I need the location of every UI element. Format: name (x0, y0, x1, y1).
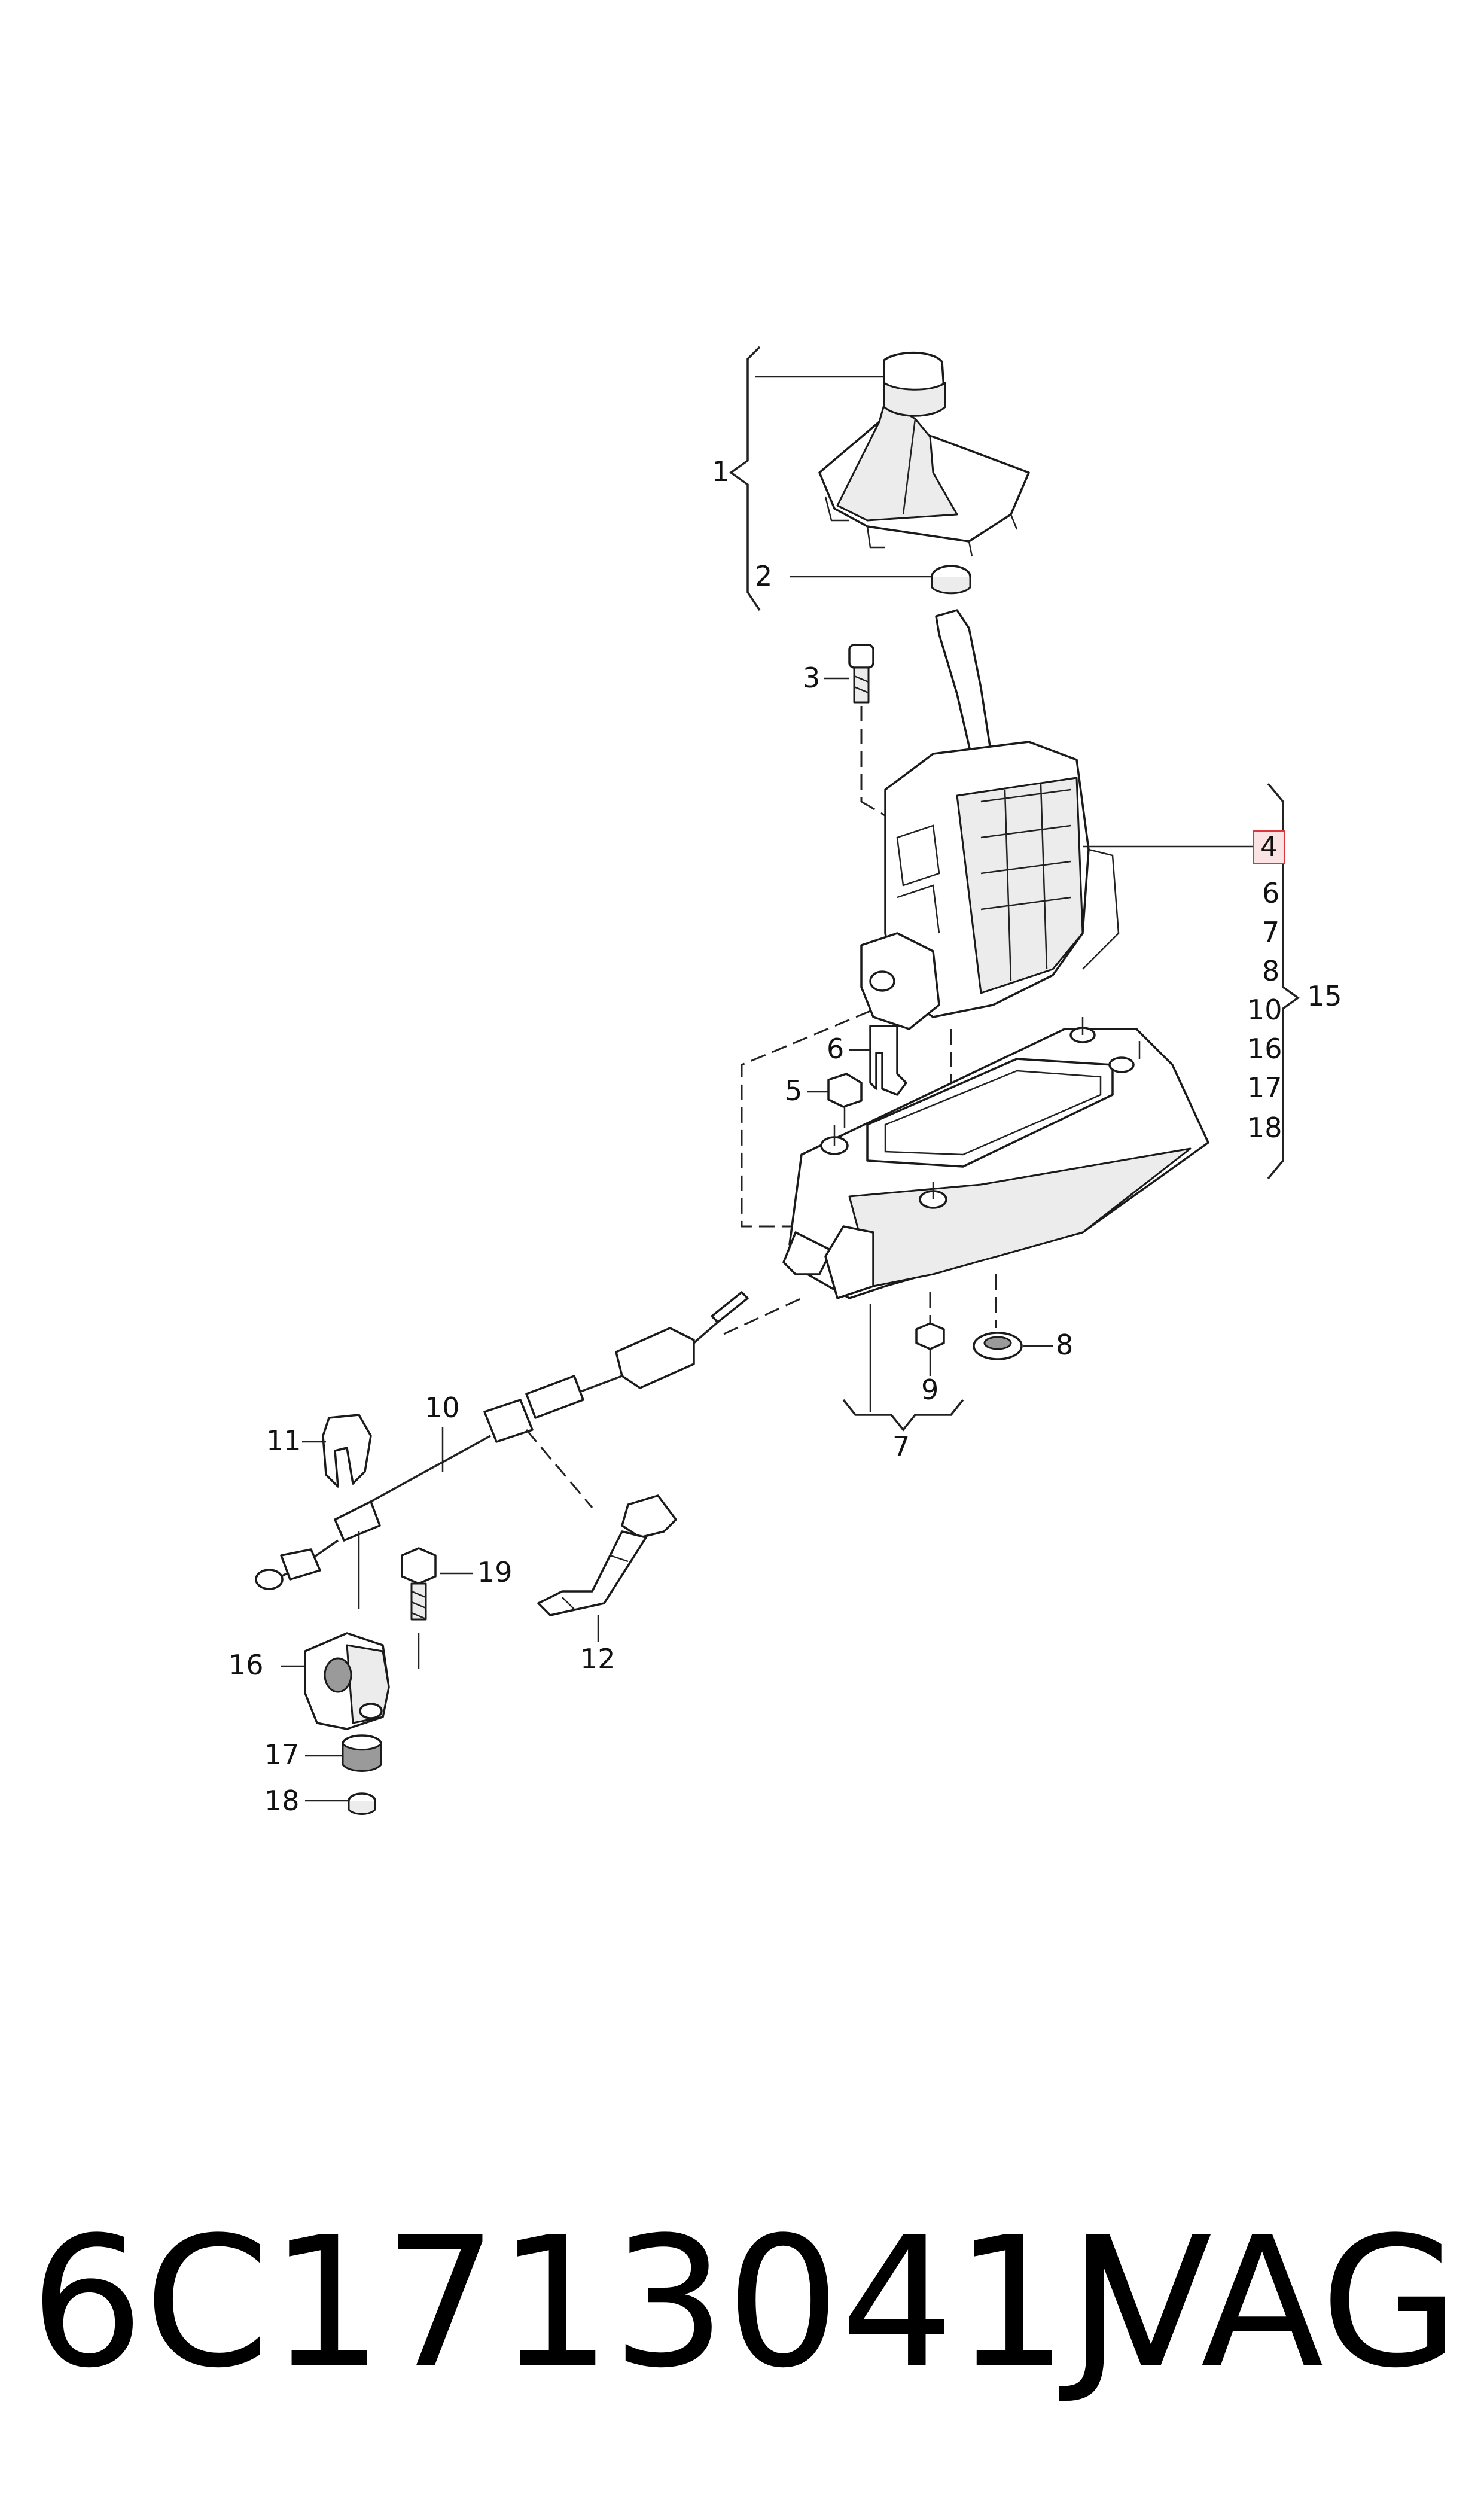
brand-name: VAG (1089, 2199, 1459, 2407)
assembly-lines (741, 1010, 871, 1228)
callout-11: 11 (266, 1424, 301, 1457)
clip-6-part (869, 1025, 907, 1096)
ring-part (931, 565, 971, 595)
footer: 6C1713041J VAG (30, 2213, 1465, 2441)
bearing-bracket-part (304, 1632, 390, 1730)
callout-1: 1 (712, 455, 730, 488)
shift-cable-part (255, 1291, 749, 1590)
nut-9-part (915, 1322, 945, 1350)
callout-9: 9 (921, 1374, 939, 1406)
callout-15: 15 (1307, 980, 1342, 1012)
gear-knob-boot-part (818, 351, 1030, 557)
bush-17-part (342, 1734, 382, 1772)
part-number: 6C1713041J (30, 2199, 1122, 2407)
callout-5: 5 (785, 1074, 803, 1107)
bracket-group-1 (729, 346, 761, 611)
bracket-group-15 (1267, 783, 1300, 1180)
callout-7: 7 (892, 1430, 910, 1463)
callout-17-list: 17 (1247, 1071, 1282, 1104)
grommet-8-part (973, 1332, 1023, 1360)
nut-5-part (827, 1073, 863, 1128)
callout-3: 3 (803, 662, 821, 694)
callout-7-list: 7 (1262, 916, 1280, 948)
callout-2: 2 (755, 560, 773, 592)
callout-8: 8 (1056, 1329, 1074, 1361)
callout-18: 18 (264, 1785, 300, 1817)
callout-8-list: 8 (1262, 955, 1280, 987)
callout-6: 6 (827, 1033, 845, 1065)
bolt-19-part (401, 1547, 437, 1621)
bracket-group-7 (842, 1399, 964, 1432)
callout-10-list: 10 (1247, 994, 1282, 1026)
callout-10: 10 (425, 1392, 460, 1424)
callout-12: 12 (580, 1643, 615, 1675)
housing-base-part (782, 1017, 1209, 1299)
callout-17: 17 (264, 1738, 300, 1771)
callout-16-list: 16 (1247, 1033, 1282, 1065)
clip-11-part (322, 1414, 372, 1488)
callout-19: 19 (477, 1556, 513, 1588)
callout-4-highlighted[interactable]: 4 (1253, 830, 1285, 864)
screw-3-part (848, 644, 874, 704)
callout-6-list: 6 (1262, 877, 1280, 909)
callout-16: 16 (228, 1649, 264, 1681)
washer-18-part (348, 1792, 376, 1815)
bracket-12-part (537, 1494, 677, 1616)
shift-mechanism-part (860, 609, 1120, 1030)
callout-18-list: 18 (1247, 1112, 1282, 1144)
